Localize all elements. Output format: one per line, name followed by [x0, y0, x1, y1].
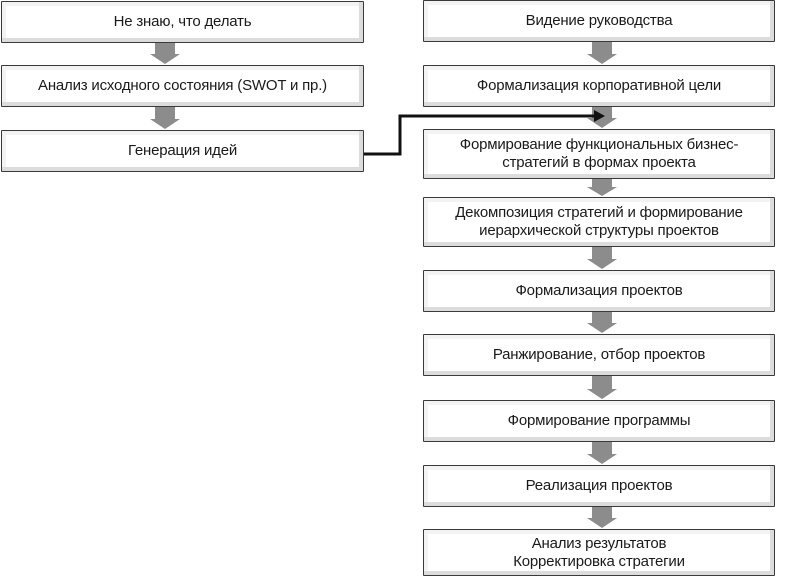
down-arrow-icon	[587, 312, 617, 333]
down-arrow-icon	[587, 107, 617, 128]
down-arrow-icon	[150, 107, 180, 129]
step-project-ranking-selection: Ранжирование, отбор проектов	[423, 334, 775, 376]
step-results-analysis-correction: Анализ результатов Корректировка стратег…	[423, 529, 775, 576]
down-arrow-icon	[587, 247, 617, 269]
step-initial-state-analysis: Анализ исходного состояния (SWOT и пр.)	[1, 65, 364, 107]
step-project-formalization: Формализация проектов	[423, 270, 775, 312]
connector-arrowhead-icon	[594, 110, 605, 122]
down-arrow-icon	[587, 507, 617, 528]
down-arrow-icon	[587, 42, 617, 64]
down-arrow-icon	[587, 179, 617, 196]
step-functional-strategies-formation: Формирование функциональных бизнес- стра…	[423, 129, 775, 179]
step-program-formation: Формирование программы	[423, 400, 775, 442]
step-management-vision: Видение руководства	[423, 0, 775, 42]
step-strategy-decomposition: Декомпозиция стратегий и формирование ие…	[423, 197, 775, 247]
down-arrow-icon	[150, 43, 180, 64]
step-idea-generation: Генерация идей	[1, 130, 364, 172]
step-project-implementation: Реализация проектов	[423, 465, 775, 507]
down-arrow-icon	[587, 442, 617, 464]
step-dont-know-what-to-do: Не знаю, что делать	[1, 1, 364, 43]
down-arrow-icon	[587, 376, 617, 399]
step-corporate-goal-formalization: Формализация корпоративной цели	[423, 65, 775, 107]
